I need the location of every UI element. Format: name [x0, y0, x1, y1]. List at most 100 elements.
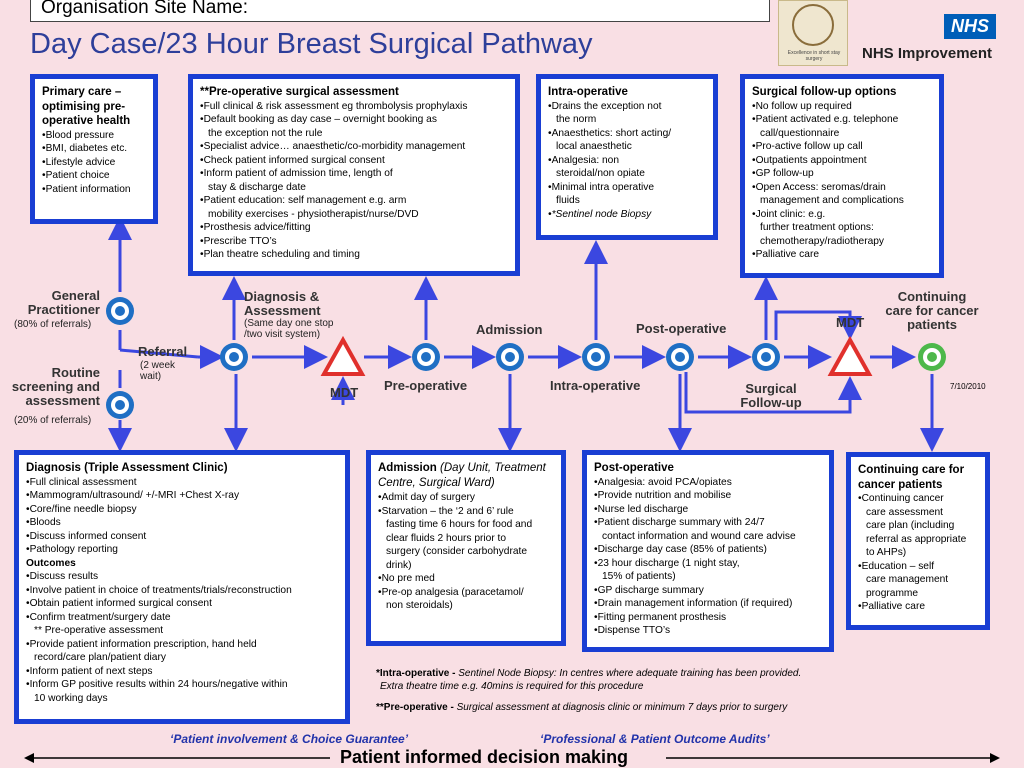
followup-options-box: Surgical follow-up options No follow up … — [740, 74, 944, 278]
list-item: Admit day of surgery — [378, 491, 554, 505]
preop-label: Pre-operative — [384, 378, 468, 393]
seal-icon — [792, 4, 834, 46]
baa-logo-caption: Excellence in short stay surgery — [787, 50, 841, 62]
list-item: Patient discharge summary with 24/7 cont… — [594, 516, 822, 543]
primary-care-box: Primary care – optimising pre-operative … — [30, 74, 158, 224]
footer-left: ‘Patient involvement & Choice Guarantee’ — [170, 732, 409, 746]
gp-to-referral — [119, 348, 199, 359]
preop-note-text: Surgical assessment at diagnosis clinic … — [456, 702, 788, 713]
mdt1-label: MDT — [330, 385, 359, 400]
gp-node — [106, 297, 134, 325]
followup-mdt-loop — [774, 310, 862, 340]
primary-care-heading: Primary care – optimising pre-operative … — [42, 86, 131, 127]
admission-heading-bold: Admission — [378, 462, 437, 474]
preop-assessment-heading: **Pre-operative surgical assessment — [200, 86, 399, 98]
screening-sub-label: (20% of referrals) — [14, 415, 92, 426]
mdt2-label: MDT — [836, 315, 865, 330]
list-item: Prosthesis advice/fitting — [200, 221, 508, 235]
list-item: Full clinical assessment — [26, 476, 338, 490]
diagnosis-box: Diagnosis (Triple Assessment Clinic) Ful… — [14, 450, 350, 724]
list-item: Joint clinic: e.g. further treatment opt… — [752, 208, 932, 249]
preop-note-label: **Pre-operative - — [376, 702, 454, 713]
list-item: Core/fine needle biopsy — [26, 503, 338, 517]
list-item: Minimal intra operative fluids — [548, 181, 706, 208]
list-item: BMI, diabetes etc. — [42, 142, 146, 156]
list-item: Provide nutrition and mobilise — [594, 489, 822, 503]
list-item: Discharge day case (85% of patients) — [594, 543, 822, 557]
admission-box: Admission (Day Unit, Treatment Centre, S… — [366, 450, 566, 646]
list-item: No follow up required — [752, 100, 932, 114]
list-item: Inform patient of admission time, length… — [200, 167, 508, 194]
list-item: Involve patient in choice of treatments/… — [26, 584, 338, 598]
screening-node — [106, 391, 134, 419]
list-item: Check patient informed surgical consent — [200, 154, 508, 168]
postop-node — [666, 343, 694, 371]
list-item: Analgesia: avoid PCA/opiates — [594, 476, 822, 490]
mdt1-triangle — [320, 335, 366, 376]
intraop-note: *Intra-operative - Sentinel Node Biopsy:… — [376, 667, 801, 693]
intraop-heading: Intra-operative — [548, 86, 628, 98]
list-item: Palliative care — [858, 600, 978, 614]
intraop-note-label: *Intra-operative - — [376, 668, 456, 679]
list-item: Palliative care — [752, 248, 932, 262]
list-item: Inform patient of next steps — [26, 665, 338, 679]
nhs-improvement-label: NHS Improvement — [862, 45, 993, 62]
list-item: Obtain patient informed surgical consent — [26, 597, 338, 611]
list-item: Bloods — [26, 516, 338, 530]
postop-heading: Post-operative — [594, 462, 674, 474]
list-item: Prescribe TTO’s — [200, 235, 508, 249]
nodes — [106, 297, 946, 419]
list-item: Education – self care management program… — [858, 560, 978, 601]
preop-note: **Pre-operative - Surgical assessment at… — [376, 701, 787, 714]
intraop-node — [582, 343, 610, 371]
list-item: No pre med — [378, 572, 554, 586]
baa-logo: Excellence in short stay surgery — [778, 0, 848, 66]
list-item: Discuss results — [26, 570, 338, 584]
list-item: Fitting permanent prosthesis — [594, 611, 822, 625]
intraop-note-text2: Extra theatre time e.g. 40mins is requir… — [380, 681, 644, 692]
list-item: Mammogram/ultrasound/ +/-MRI +Chest X-ra… — [26, 489, 338, 503]
list-item: Patient choice — [42, 169, 146, 183]
list-item: *Sentinel node Biopsy — [548, 208, 706, 222]
list-item: Continuing cancer care assessment care p… — [858, 492, 978, 560]
list-item: Blood pressure — [42, 129, 146, 143]
list-item: GP discharge summary — [594, 584, 822, 598]
list-item: 23 hour discharge (1 night stay, 15% of … — [594, 557, 822, 584]
admission-label: Admission — [476, 322, 543, 337]
continuing-care-box: Continuing care for cancer patients Cont… — [846, 452, 990, 630]
nhs-logo: NHS — [944, 14, 996, 39]
list-item: Dispense TTO’s — [594, 624, 822, 638]
intraop-box: Intra-operative Drains the exception not… — [536, 74, 718, 240]
intraop-note-text: Sentinel Node Biopsy: In centres where a… — [458, 668, 802, 679]
postop-box: Post-operative Analgesia: avoid PCA/opia… — [582, 450, 834, 652]
diagnosis-node — [220, 343, 248, 371]
list-item: Default booking as day case – overnight … — [200, 113, 508, 140]
preop-assessment-box: **Pre-operative surgical assessment Full… — [188, 74, 520, 276]
diagnosis-heading: Diagnosis (Triple Assessment Clinic) — [26, 462, 228, 474]
referral-label: Referral — [138, 344, 188, 359]
list-item: Full clinical & risk assessment eg throm… — [200, 100, 508, 114]
gp-label: General Practitioner — [27, 288, 100, 317]
list-item: Outpatients appointment — [752, 154, 932, 168]
mdt2-triangle — [827, 335, 873, 376]
list-item: Pro-active follow up call — [752, 140, 932, 154]
outcomes-label: Outcomes — [26, 557, 76, 569]
list-item: Discuss informed consent — [26, 530, 338, 544]
postop-label: Post-operative — [636, 321, 727, 336]
list-item: Patient activated e.g. telephone call/qu… — [752, 113, 932, 140]
followup-label: Surgical Follow-up — [740, 381, 802, 410]
continuing-node — [918, 343, 946, 371]
list-item: Inform GP positive results within 24 hou… — [26, 678, 338, 705]
list-item: Provide patient information prescription… — [26, 638, 338, 665]
admission-node — [496, 343, 524, 371]
list-item: Pre-op analgesia (paracetamol/ non stero… — [378, 586, 554, 613]
list-item: Patient education: self management e.g. … — [200, 194, 508, 221]
diagnosis-label: Diagnosis & Assessment — [244, 289, 321, 318]
date-label: 7/10/2010 — [950, 382, 986, 391]
list-item: Drain management information (if require… — [594, 597, 822, 611]
list-item: Anaesthetics: short acting/ local anaest… — [548, 127, 706, 154]
list-item: Plan theatre scheduling and timing — [200, 248, 508, 262]
preop-node — [412, 343, 440, 371]
continuing-label: Continuing care for cancer patients — [885, 289, 979, 332]
